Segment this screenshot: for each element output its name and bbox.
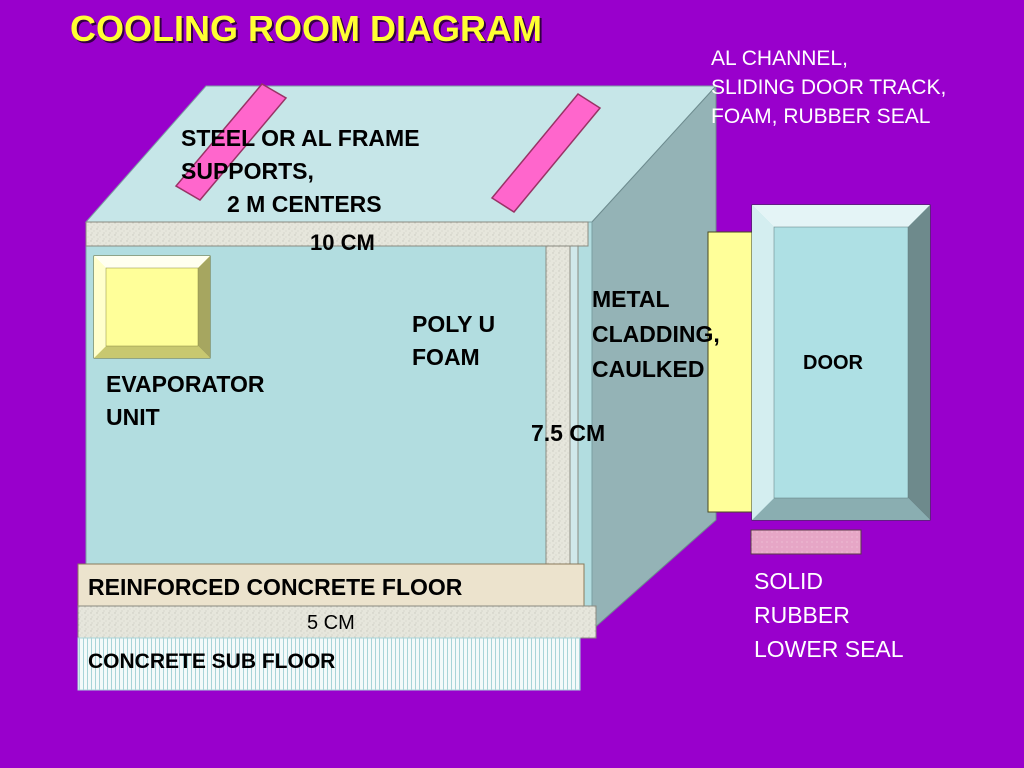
page-title: COOLING ROOM DIAGRAM: [70, 8, 542, 49]
al-channel-label: AL CHANNEL, SLIDING DOOR TRACK, FOAM, RU…: [711, 47, 947, 128]
frame-supports-label: STEEL OR AL FRAME SUPPORTS, 2 M CENTERS: [181, 125, 420, 217]
reinforced-floor-slab: [77, 563, 585, 607]
sub-floor-slab: [77, 637, 581, 691]
door-label: DOOR: [803, 352, 863, 374]
roof-insulation-strip: [85, 221, 589, 247]
evaporator-unit-shape: [93, 255, 211, 359]
frame-support-left: [174, 83, 288, 201]
wall-inner-edge: [569, 245, 579, 565]
door-shape: [751, 204, 931, 521]
wall-thickness-label: 7.5 CM: [531, 420, 606, 446]
evaporator-unit-label: EVAPORATOR UNIT: [106, 371, 265, 430]
roof-thickness-label: 10 CM: [310, 230, 375, 255]
door-track: [707, 231, 753, 513]
floor-insulation-strip: [77, 605, 597, 639]
sub-floor-label: CONCRETE SUB FLOOR: [88, 650, 336, 673]
lower-seal-label: SOLID RUBBER LOWER SEAL: [754, 568, 904, 662]
lower-rubber-seal: [750, 529, 862, 555]
floor-thickness-label: 5 CM: [307, 612, 355, 634]
metal-cladding-label: METAL CLADDING, CAULKED: [592, 286, 720, 382]
frame-support-right: [490, 93, 602, 213]
poly-foam-label: POLY U FOAM: [412, 311, 496, 370]
wall-insulation-strip: [545, 245, 571, 565]
reinforced-floor-label: REINFORCED CONCRETE FLOOR: [88, 574, 463, 600]
